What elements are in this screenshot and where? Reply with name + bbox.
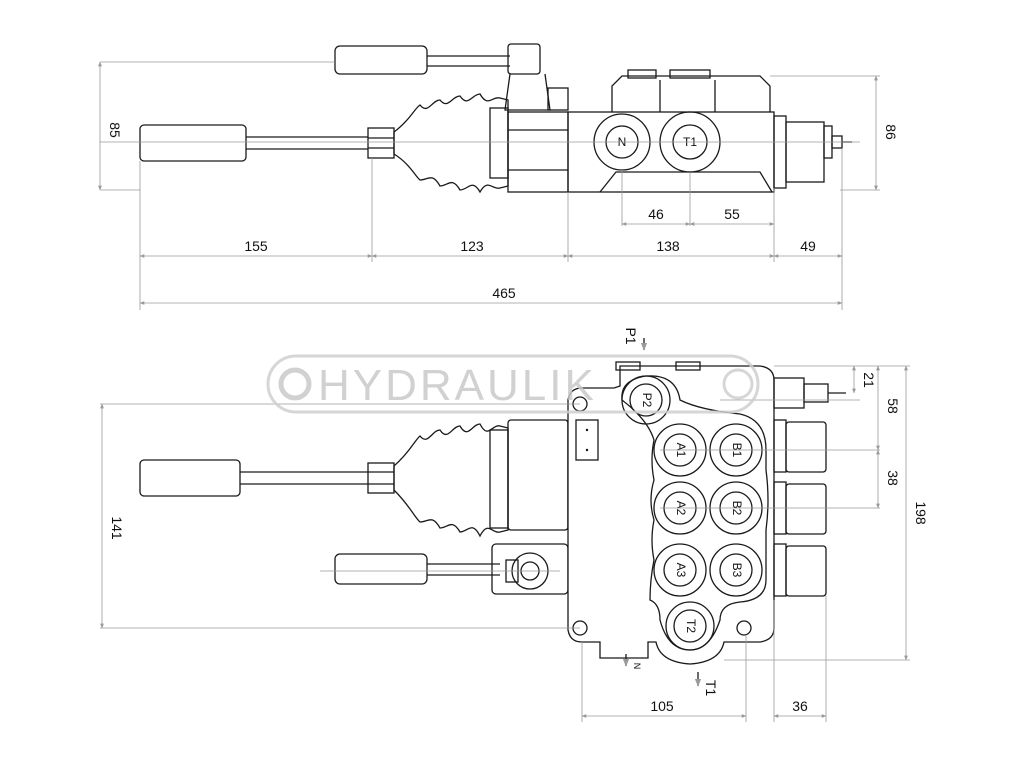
lever-nut <box>367 127 395 159</box>
port-b3 <box>719 553 753 587</box>
main-lever-handle <box>139 124 247 162</box>
watermark-end-icon <box>722 368 754 400</box>
p1-label: P1 <box>623 327 639 344</box>
port-a3-label: A3 <box>674 563 688 578</box>
spool-cap-1 <box>785 421 827 473</box>
lower-lever-mount <box>491 543 569 595</box>
port-t2-outer <box>665 601 715 651</box>
dim-85: 85 <box>107 122 123 138</box>
front-view: P2 A1 B1 A2 B2 A3 B3 T2 P1 <box>100 327 929 722</box>
watermark-circle-icon <box>278 367 312 401</box>
port-a3-outer <box>653 543 707 597</box>
port-p2-label: P2 <box>640 393 654 408</box>
dim-86: 86 <box>883 124 899 140</box>
end-cap-top <box>785 121 825 183</box>
port-t2 <box>673 609 707 643</box>
main-lever-handle-front <box>139 459 241 497</box>
port-a3 <box>663 553 697 587</box>
lower-lever-handle <box>334 553 428 585</box>
top-view: N T1 85 86 46 55 <box>98 43 899 310</box>
port-t2-label: T2 <box>684 619 698 633</box>
lever-housing-front <box>507 419 569 531</box>
lever-housing <box>507 111 569 193</box>
port-p2 <box>629 383 663 417</box>
upper-lever-mount <box>507 43 541 75</box>
t1-outlet-label: T1 <box>703 680 719 697</box>
nameplate <box>575 419 599 461</box>
dim-138: 138 <box>656 238 680 254</box>
spool-cap-2 <box>785 483 827 535</box>
dim-46: 46 <box>648 206 664 222</box>
dim-36: 36 <box>792 698 808 714</box>
dim-198: 198 <box>913 501 929 525</box>
dim-123: 123 <box>460 238 484 254</box>
spool-cap-3 <box>785 545 827 597</box>
dim-55: 55 <box>724 206 740 222</box>
n-outlet-label: N <box>632 663 642 670</box>
upper-lever-handle <box>334 45 428 75</box>
port-p2-outer <box>621 375 671 425</box>
dim-21: 21 <box>861 372 877 388</box>
dim-465: 465 <box>492 285 516 301</box>
dim-105: 105 <box>650 698 674 714</box>
bellows-boot-top <box>393 93 509 194</box>
dim-49: 49 <box>800 238 816 254</box>
relief-valve <box>773 377 805 409</box>
bellows-boot-front <box>393 423 509 538</box>
port-b3-label: B3 <box>730 563 744 578</box>
dim-141: 141 <box>109 516 125 540</box>
dim-58: 58 <box>885 398 901 414</box>
watermark-text: HYDRAULIK <box>318 361 597 410</box>
valve-body-top <box>567 111 775 193</box>
dim-38: 38 <box>885 470 901 486</box>
watermark: HYDRAULIK <box>266 354 760 414</box>
port-b3-outer <box>709 543 763 597</box>
dim-155: 155 <box>244 238 268 254</box>
